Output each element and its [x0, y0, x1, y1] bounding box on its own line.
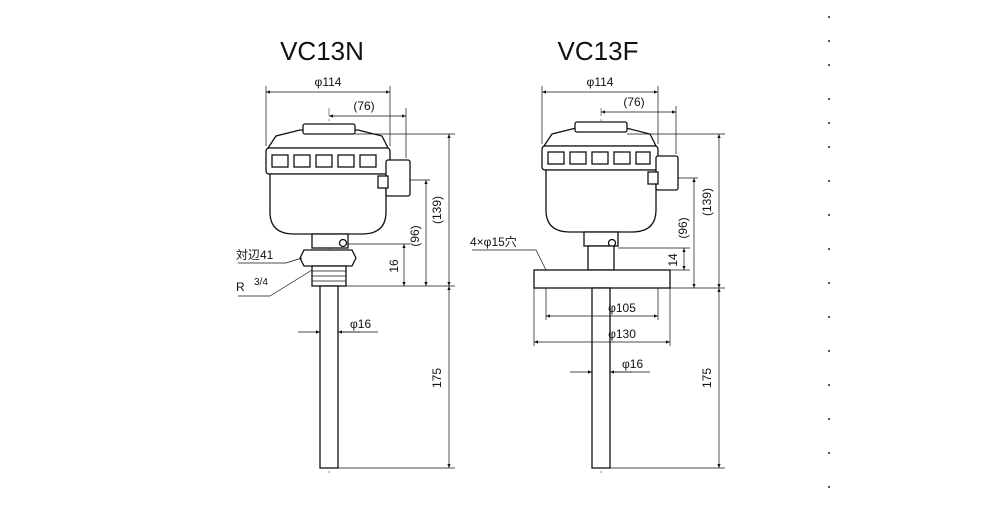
label-thread: R: [236, 280, 245, 294]
model-vc13f: VC13F φ114 (76): [470, 36, 725, 475]
terminal-head: [541, 121, 679, 233]
dim-neck-height: 14: [666, 253, 680, 267]
model-title-vc13n: VC13N: [280, 36, 364, 66]
flange: [533, 269, 671, 289]
margin-dots: [828, 16, 830, 488]
dim-offset: (76): [623, 95, 644, 109]
sensor-tube: [319, 285, 339, 469]
terminal-head: [265, 123, 411, 235]
model-vc13n: VC13N: [236, 36, 455, 475]
dim-head-diameter: φ114: [315, 75, 342, 89]
dim-body-height: (96): [676, 217, 690, 238]
dim-total-height: (139): [430, 196, 444, 224]
dim-tube-length: 175: [430, 368, 444, 388]
dim-head-diameter: φ114: [587, 75, 614, 89]
label-thread-fraction: 3/4: [254, 277, 268, 288]
dim-tube-diameter: φ16: [622, 357, 643, 371]
sensor-tube: [591, 287, 611, 469]
label-flange-holes: 4×φ15穴: [470, 234, 517, 249]
nipple: [299, 233, 357, 287]
dim-flange-diameter: φ130: [608, 327, 636, 341]
neck: [587, 245, 615, 271]
dim-total-height: (139): [700, 188, 714, 216]
model-title-vc13f: VC13F: [558, 36, 639, 66]
dim-tube-diameter: φ16: [350, 317, 371, 331]
dim-flange-pcd: φ105: [608, 301, 636, 315]
label-across-flats: 対辺41: [236, 248, 274, 262]
dim-body-height: (96): [408, 225, 422, 246]
dim-offset: (76): [353, 99, 374, 113]
dim-tube-length: 175: [700, 368, 714, 388]
dim-nipple-height: 16: [387, 259, 401, 273]
